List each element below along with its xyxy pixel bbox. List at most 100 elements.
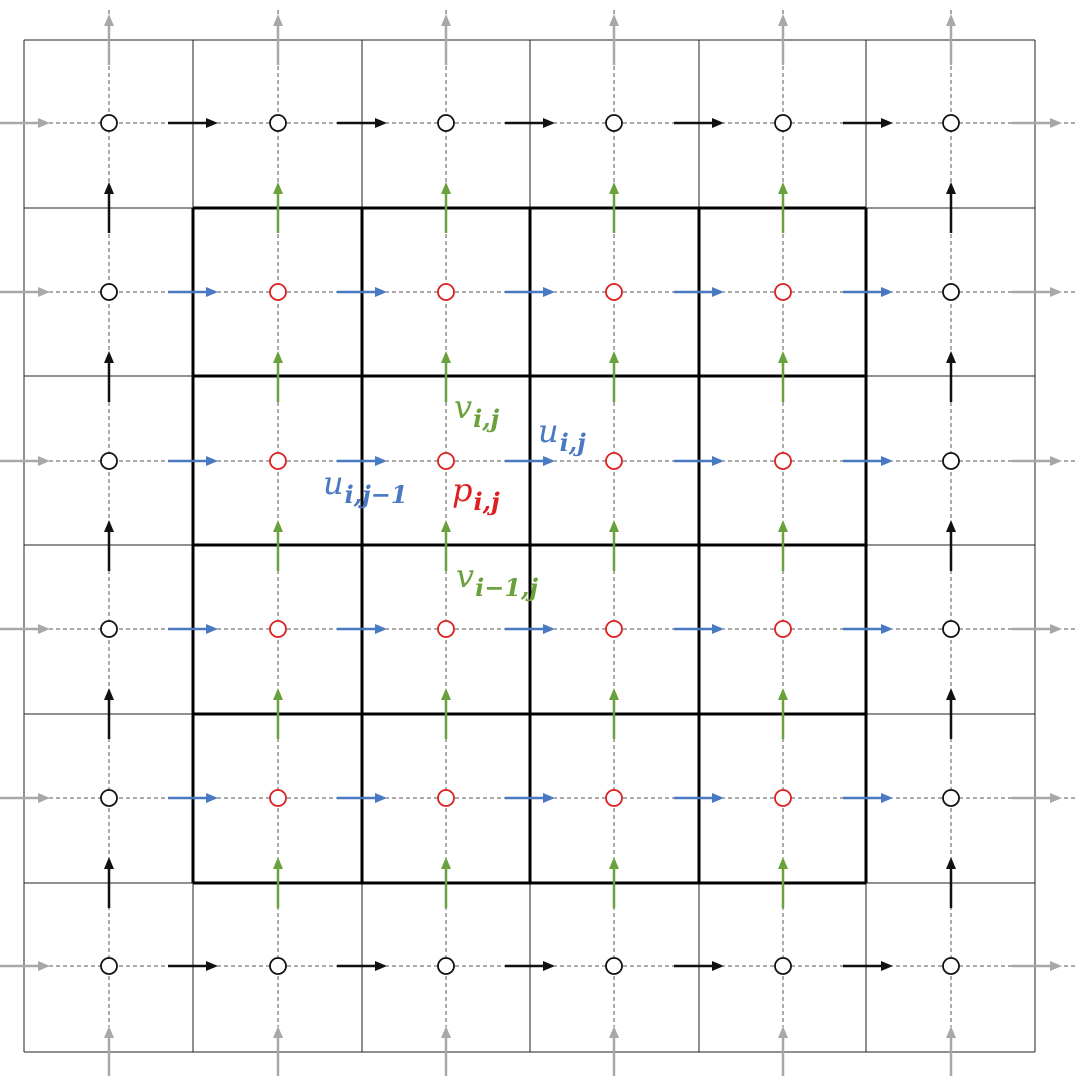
outer-u-arrow-left-head (38, 793, 50, 803)
label-u-i-j-minus-1: ui,j−1 (323, 467, 408, 507)
label-v-i-j-sub: i,j (473, 404, 500, 433)
u-arrow-head (712, 287, 724, 297)
pressure-node (605, 789, 623, 807)
outer-u-arrow-left-head (38, 961, 50, 971)
pressure-node (605, 620, 623, 638)
outer-u-arrow-left-head (38, 118, 50, 128)
u-arrow-head (375, 287, 387, 297)
outer-v-arrow-top-head (946, 14, 956, 26)
ghost-u-arrow-head (543, 961, 555, 971)
ghost-v-arrow-head (946, 857, 956, 869)
label-p-i-j: pi,j (452, 474, 500, 514)
ghost-pressure-node (437, 114, 455, 132)
u-arrow-head (712, 456, 724, 466)
outer-v-arrow-bottom-head (946, 1026, 956, 1038)
ghost-u-arrow-head (375, 118, 387, 128)
ghost-u-arrow-head (206, 118, 218, 128)
outer-u-arrow-left-head (38, 624, 50, 634)
ghost-pressure-node (269, 114, 287, 132)
outer-v-arrow-top-head (273, 14, 283, 26)
outer-v-arrow-bottom-head (609, 1026, 619, 1038)
ghost-v-arrow-head (104, 351, 114, 363)
ghost-pressure-node (100, 620, 118, 638)
ghost-v-arrow-head (946, 520, 956, 532)
pressure-node (605, 283, 623, 301)
ghost-pressure-node (774, 957, 792, 975)
ghost-u-arrow-head (543, 118, 555, 128)
ghost-pressure-node (605, 957, 623, 975)
outer-u-arrow-left-head (38, 456, 50, 466)
label-p-i-j-base: p (452, 471, 473, 509)
v-arrow-head (778, 688, 788, 700)
label-u-i-j: ui,j (538, 415, 586, 455)
ghost-pressure-node (942, 452, 960, 470)
u-arrow-head (712, 793, 724, 803)
outer-v-arrow-top-head (441, 14, 451, 26)
u-arrow-head (881, 287, 893, 297)
v-arrow-head (273, 351, 283, 363)
pressure-node (774, 452, 792, 470)
outer-v-arrow-bottom-head (104, 1026, 114, 1038)
ghost-u-arrow-head (712, 118, 724, 128)
outer-v-arrow-top-head (104, 14, 114, 26)
ghost-v-arrow-head (104, 520, 114, 532)
v-arrow-head (778, 520, 788, 532)
label-u-i-j-minus-1-base: u (323, 464, 344, 502)
outer-v-arrow-top-head (609, 14, 619, 26)
pressure-node (774, 620, 792, 638)
label-u-i-j-sub: i,j (559, 428, 586, 457)
u-arrow-head (543, 624, 555, 634)
u-arrow-head (881, 793, 893, 803)
v-arrow-head (778, 351, 788, 363)
ghost-pressure-node (942, 620, 960, 638)
ghost-u-arrow-head (881, 961, 893, 971)
ghost-pressure-node (100, 452, 118, 470)
u-arrow-head (206, 287, 218, 297)
outer-u-arrow-right-head (1050, 287, 1062, 297)
pressure-node (605, 452, 623, 470)
label-u-i-j-minus-1-sub: i,j−1 (344, 480, 408, 509)
pressure-node (437, 283, 455, 301)
v-arrow-head (778, 182, 788, 194)
outer-u-arrow-right-head (1050, 961, 1062, 971)
ghost-pressure-node (100, 283, 118, 301)
ghost-u-arrow-head (375, 961, 387, 971)
ghost-pressure-node (942, 283, 960, 301)
v-arrow-head (273, 688, 283, 700)
label-v-i-j: vi,j (454, 391, 499, 431)
v-arrow-head (441, 688, 451, 700)
pressure-node (269, 452, 287, 470)
ghost-v-arrow-head (946, 351, 956, 363)
label-p-i-j-sub: i,j (473, 487, 500, 516)
ghost-pressure-node (605, 114, 623, 132)
ghost-pressure-node (437, 957, 455, 975)
pressure-node (437, 452, 455, 470)
pressure-node (774, 789, 792, 807)
u-arrow-head (375, 624, 387, 634)
ghost-v-arrow-head (104, 857, 114, 869)
ghost-pressure-node (774, 114, 792, 132)
ghost-pressure-node (942, 114, 960, 132)
u-arrow-head (206, 793, 218, 803)
ghost-v-arrow-head (946, 688, 956, 700)
pressure-node (437, 620, 455, 638)
outer-v-arrow-top-head (778, 14, 788, 26)
ghost-v-arrow-head (104, 688, 114, 700)
outer-u-arrow-right-head (1050, 118, 1062, 128)
pressure-node (774, 283, 792, 301)
pressure-node (269, 789, 287, 807)
v-arrow-head (273, 182, 283, 194)
outer-u-arrow-right-head (1050, 456, 1062, 466)
v-arrow-head (441, 520, 451, 532)
ghost-pressure-node (100, 789, 118, 807)
ghost-v-arrow-head (104, 182, 114, 194)
u-arrow-head (206, 624, 218, 634)
ghost-pressure-node (269, 957, 287, 975)
v-arrow-head (778, 857, 788, 869)
v-arrow-head (609, 520, 619, 532)
v-arrow-head (609, 857, 619, 869)
u-arrow-head (543, 456, 555, 466)
ghost-pressure-node (942, 957, 960, 975)
ghost-v-arrow-head (946, 182, 956, 194)
